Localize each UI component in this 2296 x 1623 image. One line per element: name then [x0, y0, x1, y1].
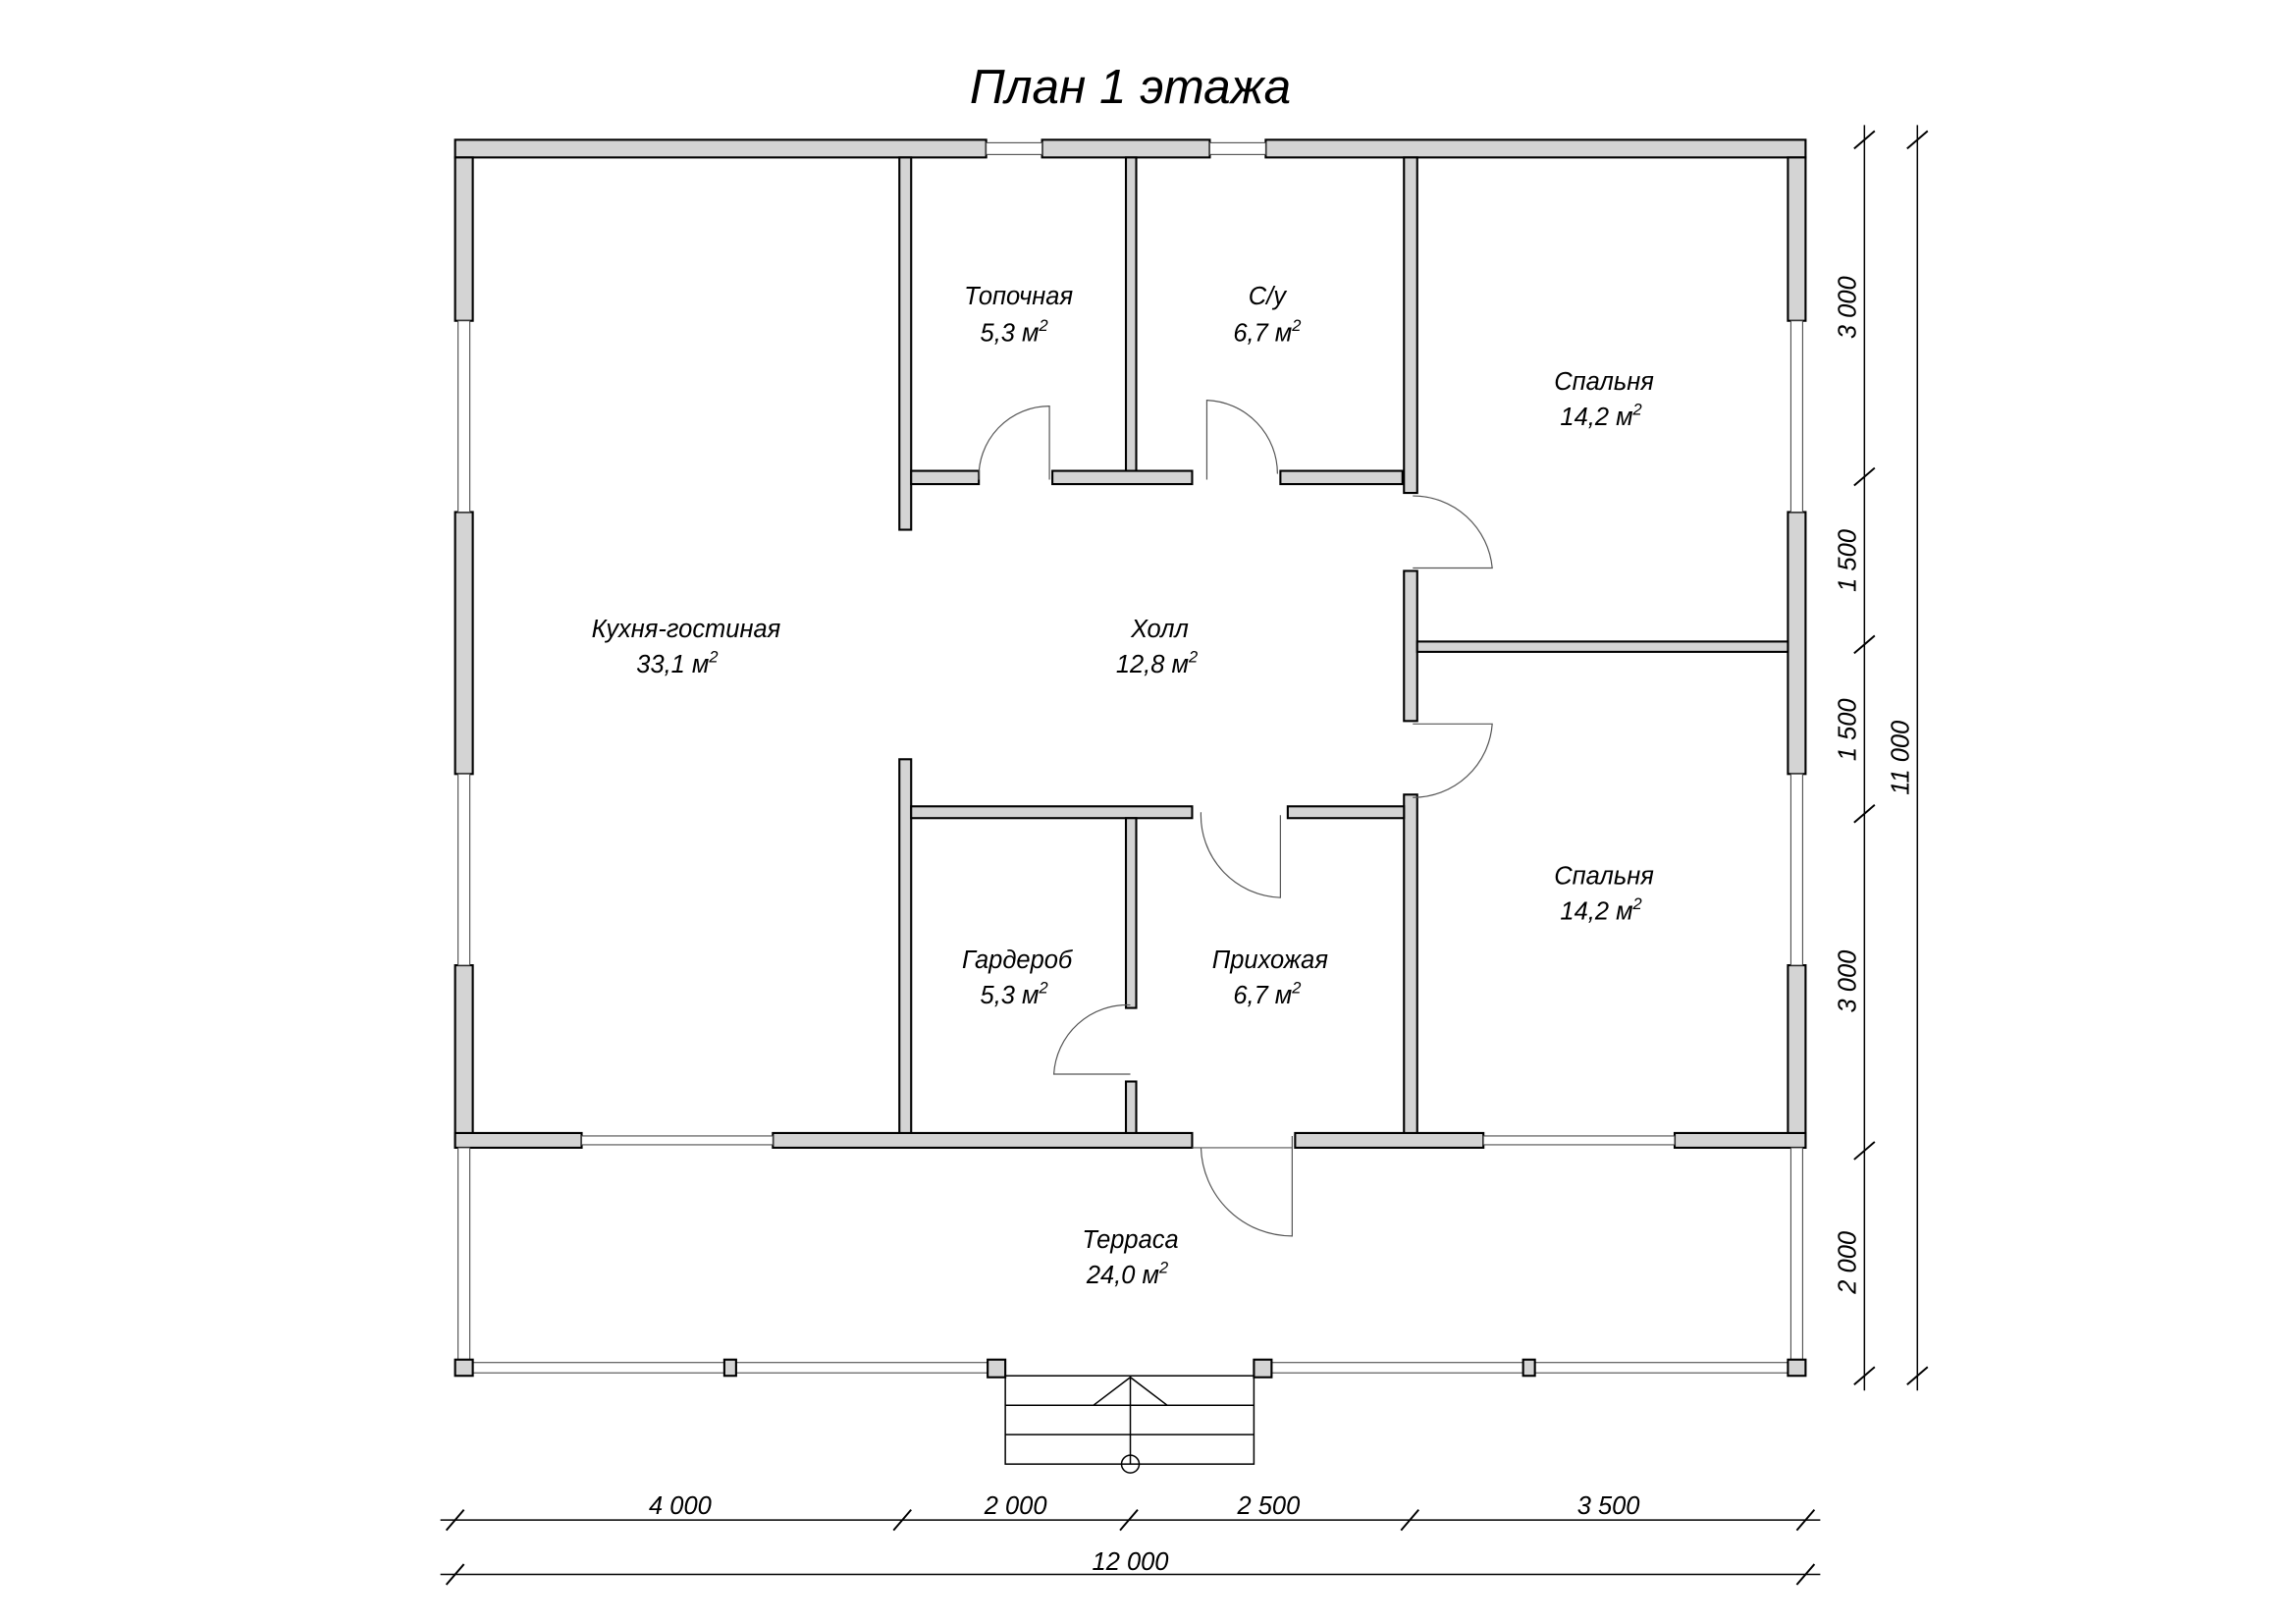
svg-text:12,8 м2: 12,8 м2: [1116, 648, 1198, 677]
svg-text:4 000: 4 000: [649, 1492, 712, 1520]
room-name: Спальня: [1554, 863, 1654, 891]
room-name: Прихожая: [1212, 947, 1329, 974]
svg-text:3 000: 3 000: [1834, 950, 1861, 1013]
plan-title: План 1 этажа: [970, 60, 1291, 114]
svg-text:6,7 м2: 6,7 м2: [1233, 317, 1301, 347]
svg-text:14,2 м2: 14,2 м2: [1560, 402, 1641, 431]
svg-text:2 500: 2 500: [1237, 1492, 1301, 1520]
svg-text:1 500: 1 500: [1834, 529, 1861, 592]
svg-text:1 500: 1 500: [1834, 698, 1861, 761]
room-labels: Кухня-гостиная 33,1 м2 Топочная 5,3 м2 С…: [592, 283, 1655, 1289]
terrace: [454, 1147, 1807, 1379]
room-name: Кухня-гостиная: [592, 616, 781, 643]
svg-text:14,2 м2: 14,2 м2: [1560, 895, 1641, 925]
svg-text:11 000: 11 000: [1887, 721, 1914, 795]
svg-text:5,3 м2: 5,3 м2: [981, 317, 1048, 347]
svg-text:5,3 м2: 5,3 м2: [981, 980, 1048, 1009]
room-name: Спальня: [1554, 368, 1654, 396]
room-name: Гардероб: [962, 947, 1074, 974]
svg-text:2 000: 2 000: [984, 1492, 1047, 1520]
svg-text:2 000: 2 000: [1834, 1231, 1861, 1295]
svg-text:6,7 м2: 6,7 м2: [1233, 980, 1301, 1009]
windows: [457, 141, 1803, 1146]
svg-text:12 000: 12 000: [1093, 1548, 1169, 1576]
room-name: Холл: [1130, 616, 1189, 643]
svg-text:33,1 м2: 33,1 м2: [636, 648, 718, 677]
dimension-lines: 4 000 2 000 2 500 3 500 12 000 3 000 1 5…: [440, 125, 1929, 1586]
doors: [978, 400, 1493, 1237]
room-name: Терраса: [1082, 1226, 1178, 1254]
room-name: С/у: [1249, 283, 1288, 310]
walls: [454, 138, 1807, 1149]
room-name: Топочная: [964, 283, 1073, 310]
svg-text:3 500: 3 500: [1577, 1492, 1640, 1520]
svg-text:3 000: 3 000: [1834, 276, 1861, 339]
svg-text:24,0 м2: 24,0 м2: [1086, 1259, 1168, 1288]
entrance-stairs: [1004, 1375, 1255, 1474]
